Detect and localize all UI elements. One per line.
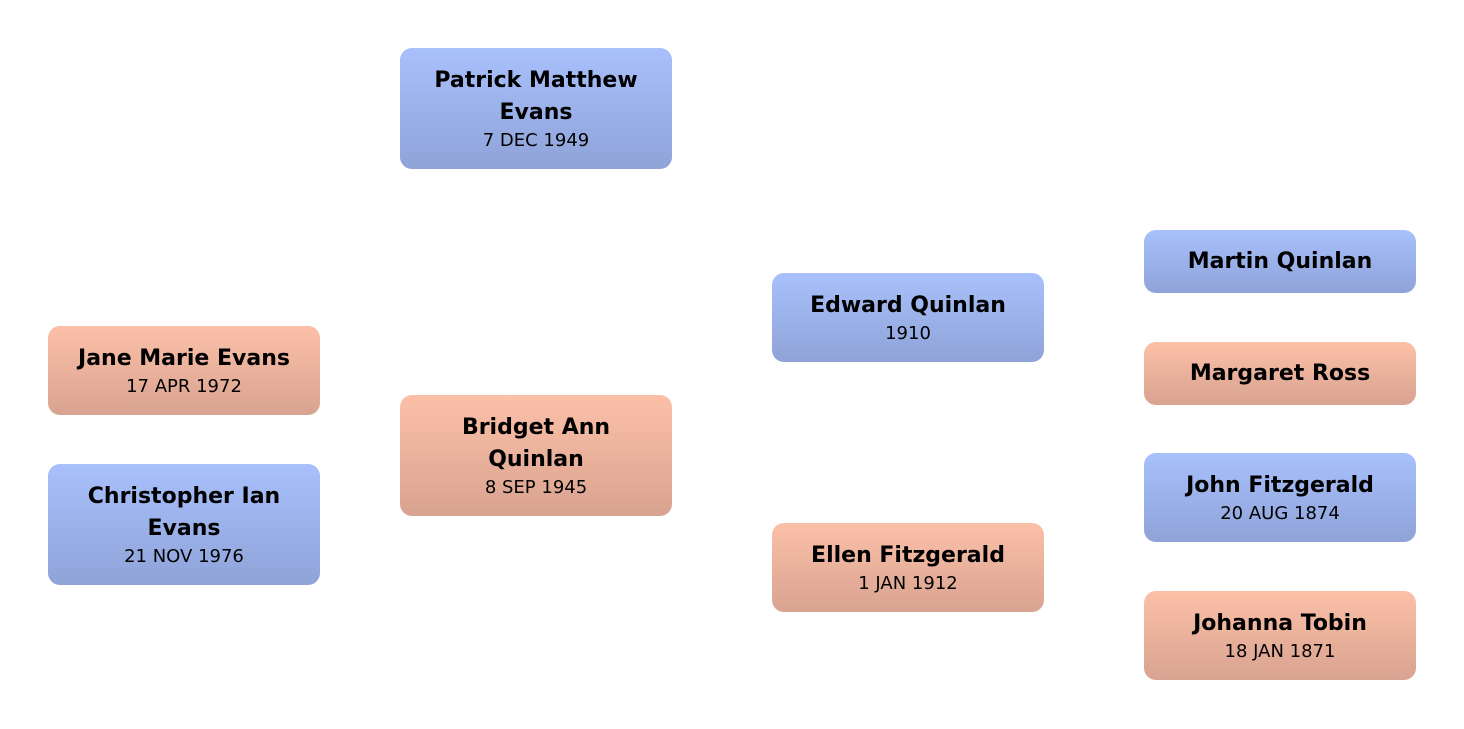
person-date: 21 NOV 1976 xyxy=(124,545,244,567)
person-card-patrick-matthew-evans[interactable]: Patrick Matthew Evans 7 DEC 1949 xyxy=(400,48,672,169)
person-name: Bridget Ann Quinlan xyxy=(461,414,611,472)
person-name: Edward Quinlan xyxy=(810,292,1006,318)
person-card-jane-marie-evans[interactable]: Jane Marie Evans 17 APR 1972 xyxy=(48,326,320,415)
person-card-christopher-ian-evans[interactable]: Christopher Ian Evans 21 NOV 1976 xyxy=(48,464,320,585)
person-name: John Fitzgerald xyxy=(1186,472,1374,498)
person-card-bridget-ann-quinlan[interactable]: Bridget Ann Quinlan 8 SEP 1945 xyxy=(400,395,672,516)
person-card-john-fitzgerald[interactable]: John Fitzgerald 20 AUG 1874 xyxy=(1144,453,1416,542)
person-date: 8 SEP 1945 xyxy=(484,476,588,498)
person-date: 7 DEC 1949 xyxy=(482,129,590,151)
person-card-edward-quinlan[interactable]: Edward Quinlan 1910 xyxy=(772,273,1044,362)
person-name: Margaret Ross xyxy=(1189,360,1371,386)
person-card-margaret-ross[interactable]: Margaret Ross xyxy=(1144,342,1416,405)
person-name: Ellen Fitzgerald xyxy=(811,542,1005,568)
person-name: Johanna Tobin xyxy=(1193,610,1367,636)
person-name: Patrick Matthew Evans xyxy=(434,67,638,125)
person-date: 17 APR 1972 xyxy=(126,375,242,397)
person-date: 1 JAN 1912 xyxy=(858,572,958,594)
person-name: Martin Quinlan xyxy=(1187,248,1373,274)
person-name: Jane Marie Evans xyxy=(78,345,290,371)
person-card-johanna-tobin[interactable]: Johanna Tobin 18 JAN 1871 xyxy=(1144,591,1416,680)
person-name: Christopher Ian Evans xyxy=(87,483,281,541)
person-date: 20 AUG 1874 xyxy=(1220,502,1340,524)
person-date: 1910 xyxy=(885,322,931,344)
person-date: 18 JAN 1871 xyxy=(1224,640,1336,662)
person-card-martin-quinlan[interactable]: Martin Quinlan xyxy=(1144,230,1416,293)
person-card-ellen-fitzgerald[interactable]: Ellen Fitzgerald 1 JAN 1912 xyxy=(772,523,1044,612)
